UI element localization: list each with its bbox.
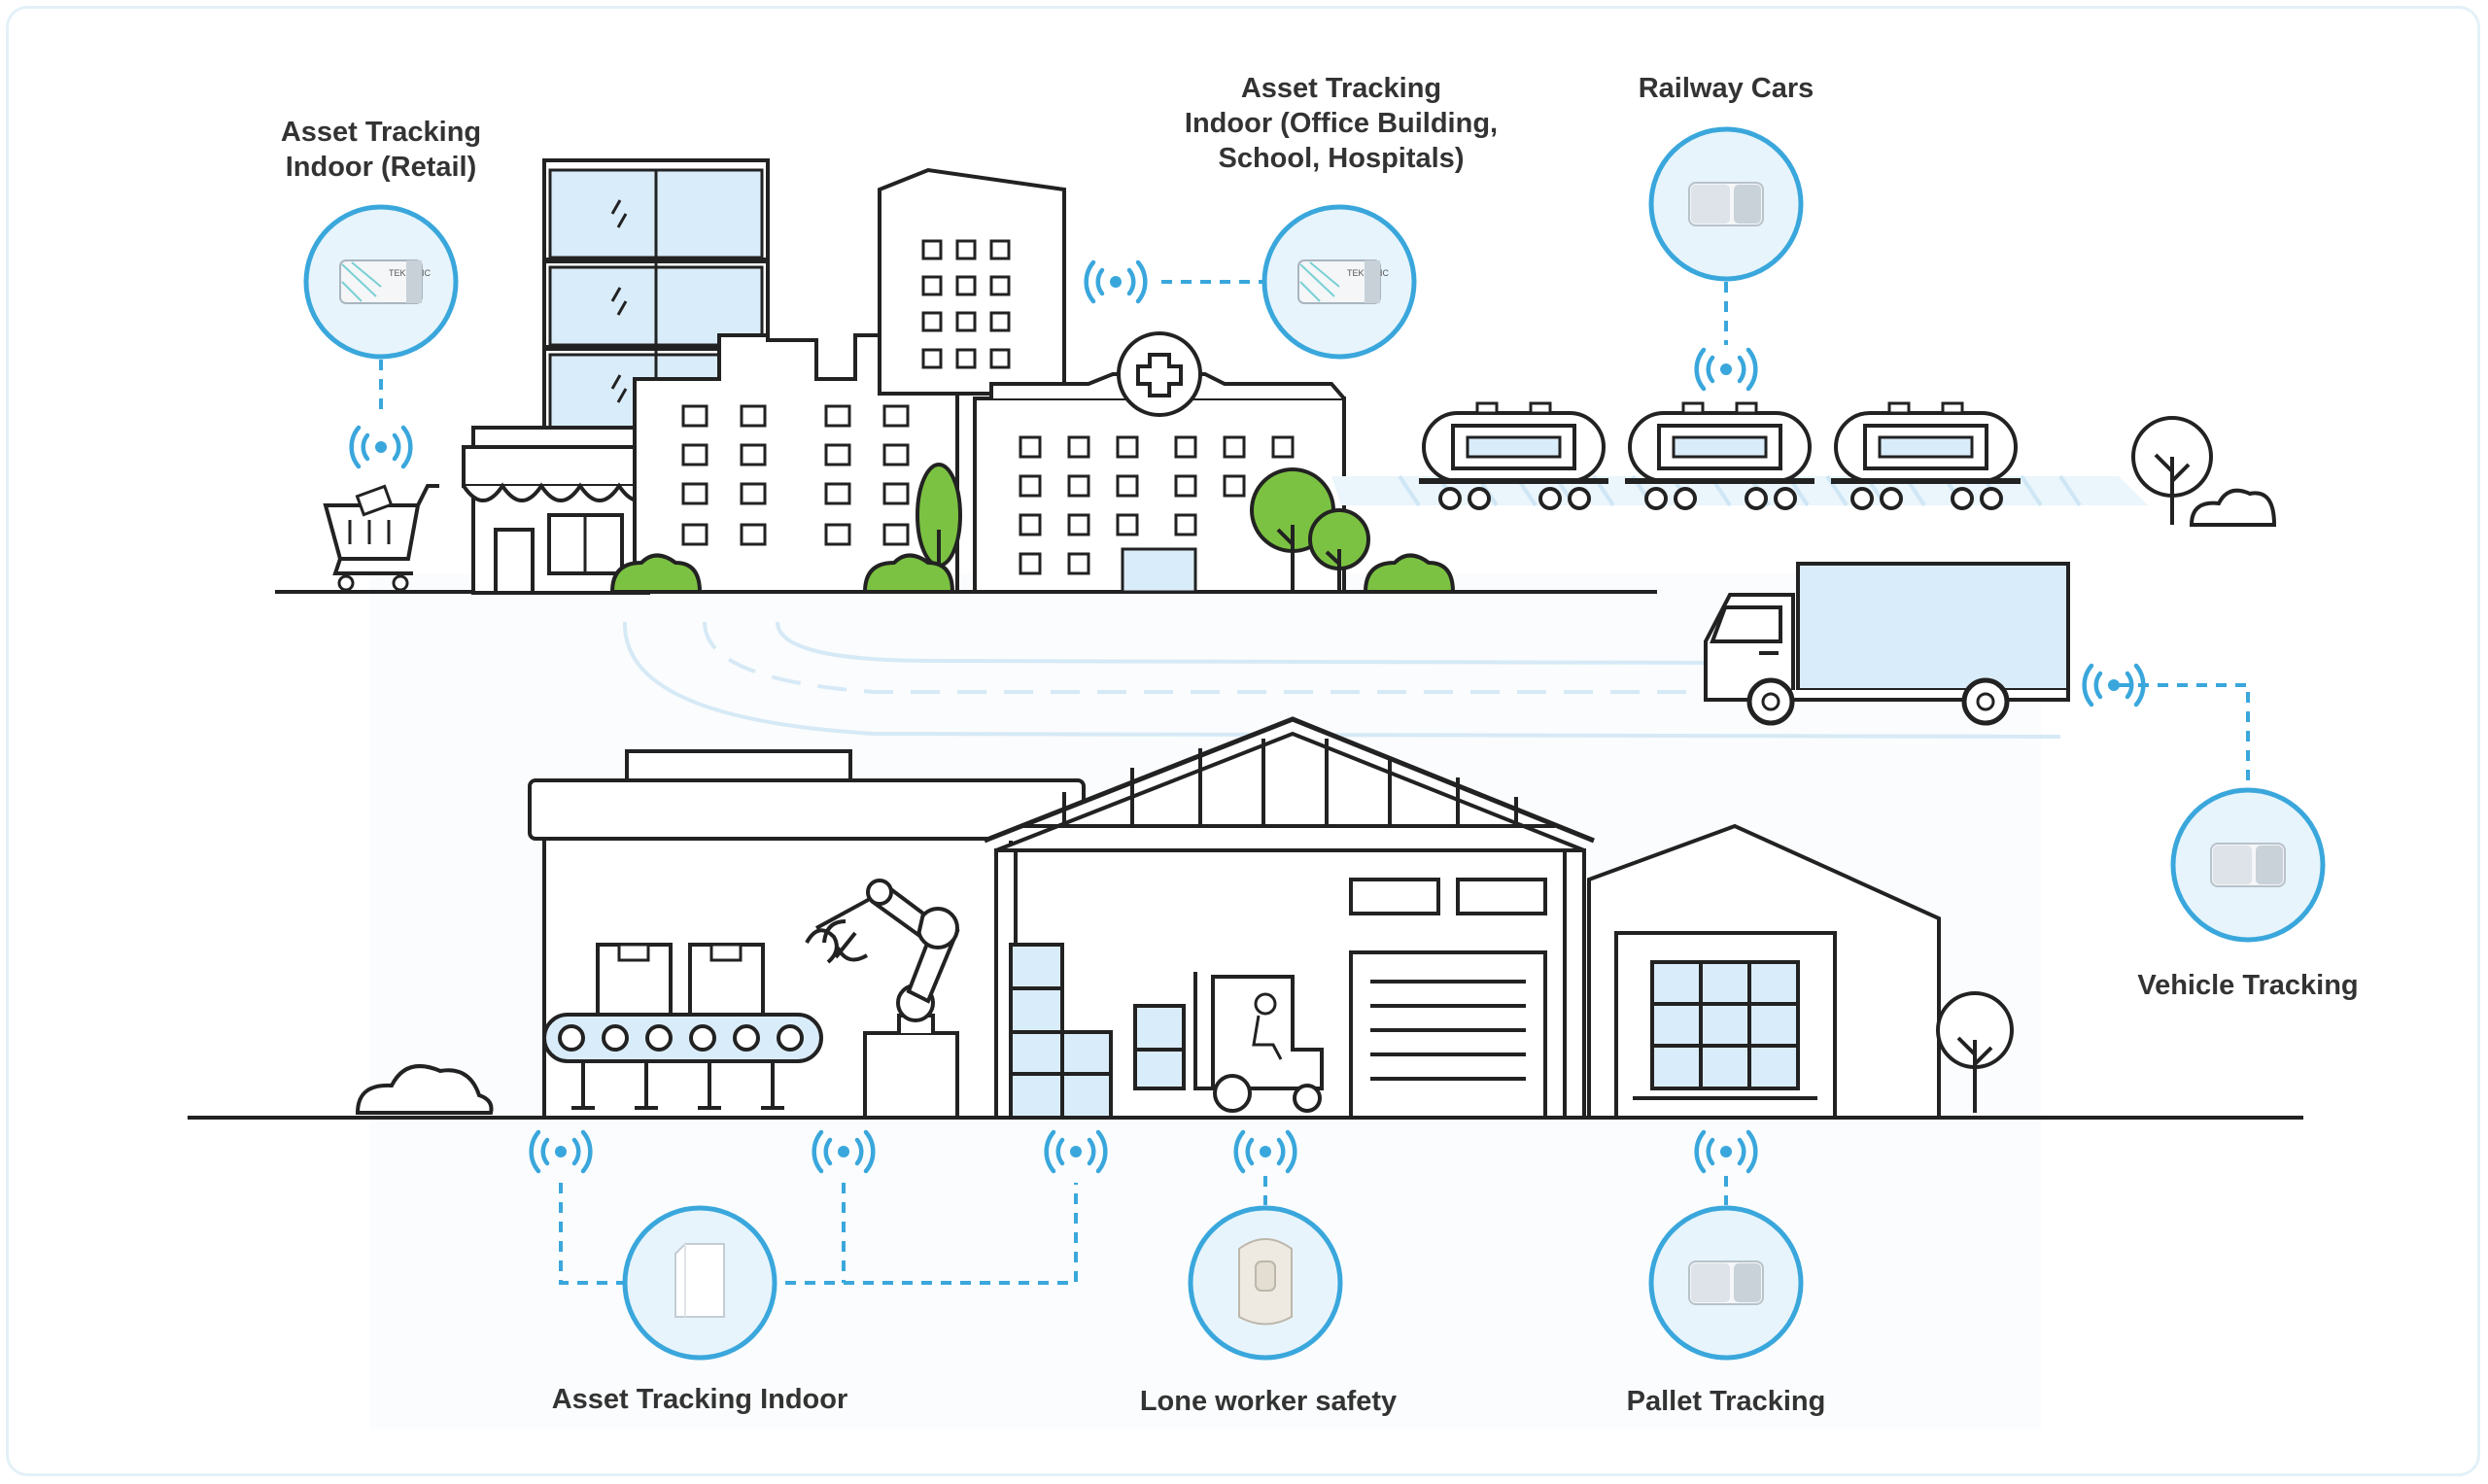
storage-shed [1587, 823, 2014, 1120]
label-railway-cars: Railway Cars [1638, 73, 1814, 104]
wifi-icon-truck [2085, 666, 2144, 705]
device-indoor [622, 1205, 778, 1361]
label-asset-tracking-indoor: Asset Tracking Indoor [551, 1384, 848, 1415]
device-office: TEKTELIC [1261, 204, 1417, 360]
device-vehicle [2170, 787, 2326, 943]
school-building [878, 167, 1066, 396]
label-vehicle-tracking: Vehicle Tracking [2137, 970, 2359, 1001]
label-pallet-tracking: Pallet Tracking [1626, 1386, 1826, 1417]
label-asset-tracking-office: Asset Tracking Indoor (Office Building, … [1184, 73, 1499, 174]
warehouse-building [984, 716, 1595, 1120]
device-railway [1648, 126, 1804, 282]
wifi-icon-office [1087, 262, 1146, 301]
label-asset-tracking-retail: Asset Tracking Indoor (Retail) [280, 117, 482, 183]
delivery-truck [1704, 562, 2070, 726]
wifi-icon-railway [1697, 350, 1756, 389]
cloud-left [355, 1064, 494, 1115]
label-lone-worker-safety: Lone worker safety [1139, 1386, 1398, 1417]
device-pallet [1648, 1205, 1804, 1361]
connection-lines [379, 280, 2250, 1285]
wifi-icon-retail [352, 428, 411, 466]
retail-shop [462, 426, 660, 595]
device-retail: TEKTELIC [303, 204, 459, 360]
factory-building [528, 749, 1086, 1120]
device-lone-worker [1188, 1205, 1343, 1361]
tree-outline-right [2131, 416, 2277, 527]
road [622, 621, 2061, 739]
railway-cars [1419, 401, 2021, 510]
apartment-building [633, 333, 959, 594]
shopping-cart-icon [323, 484, 439, 592]
green-trees [609, 463, 1456, 594]
